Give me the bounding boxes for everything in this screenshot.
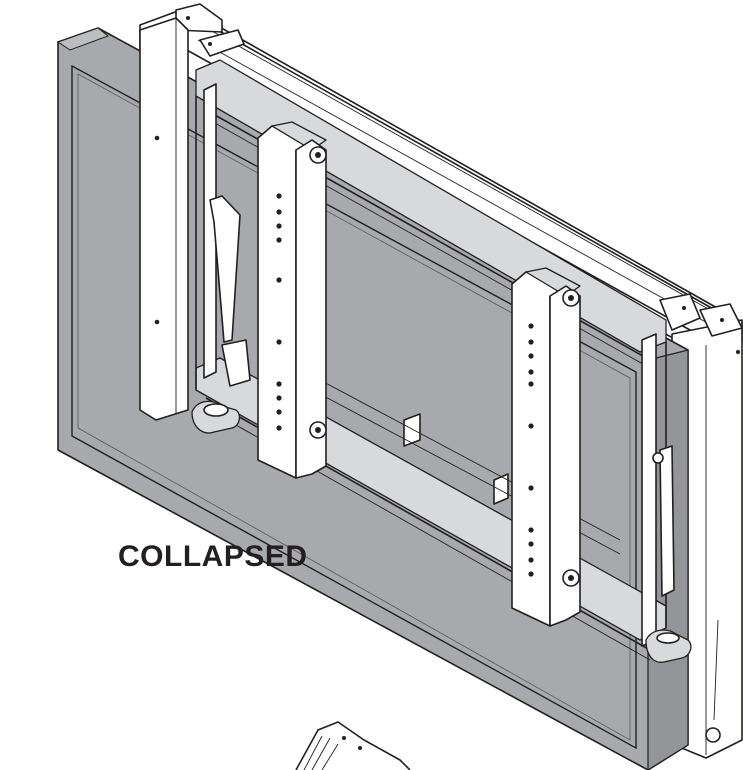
wall-plate-frame	[139, 3, 743, 759]
vertical-mounting-arm-right	[511, 267, 581, 627]
vertical-mounting-arm-left	[257, 121, 327, 479]
left-wall-column	[139, 17, 189, 421]
partial-second-mount	[295, 721, 411, 770]
collapsed-caption: COLLAPSED	[118, 540, 308, 573]
adjustment-knob	[191, 400, 692, 663]
